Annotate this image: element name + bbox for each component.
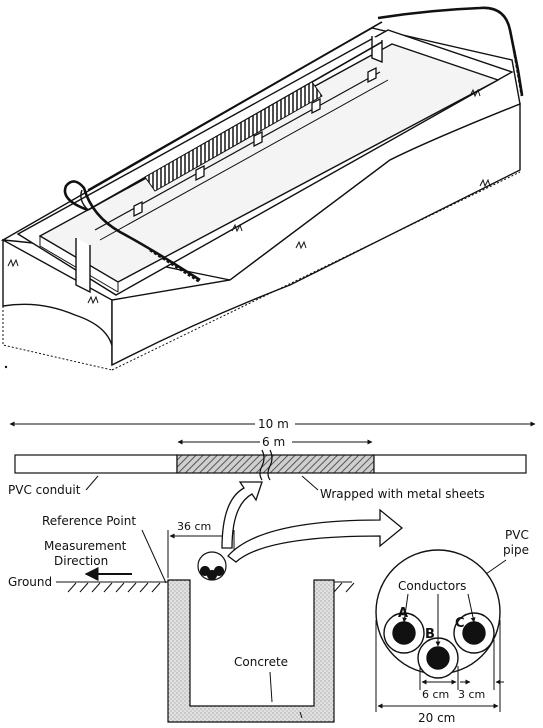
label-measurement-2: Direction	[54, 554, 108, 568]
wrapped-section	[144, 81, 323, 192]
label-concrete: Concrete	[234, 655, 288, 669]
label-reference-point: Reference Point	[42, 514, 136, 528]
label-6cm: 6 cm	[422, 688, 449, 701]
leader-conductor-c	[467, 593, 476, 623]
label-conductors: Conductors	[398, 579, 466, 593]
label-cond-a: A	[398, 606, 408, 621]
label-measurement-1: Measurement	[44, 539, 127, 553]
label-pvc-conduit: PVC conduit	[8, 483, 81, 497]
slab-side-face	[111, 102, 521, 367]
label-3cm: 3 cm	[458, 688, 485, 701]
cable-left	[63, 180, 201, 282]
dimension-20cm	[375, 620, 501, 712]
label-36cm: 36 cm	[177, 520, 211, 533]
label-pvc-2: pipe	[503, 543, 529, 557]
conduit-rail-upper	[87, 21, 383, 191]
leader-pvc-conduit	[85, 475, 99, 491]
ground-line	[56, 581, 355, 593]
leader-conductor-a	[402, 593, 409, 623]
left-post	[75, 238, 91, 294]
support-brackets	[133, 66, 377, 218]
label-ground: Ground	[8, 575, 52, 589]
slab-bottom-edge	[2, 306, 113, 371]
isometric-trench-view	[0, 6, 524, 371]
small-pipe	[197, 551, 227, 581]
leader-wrapped	[301, 475, 319, 491]
label-cond-c: C	[455, 616, 465, 631]
arrow-to-detail	[227, 508, 404, 563]
leader-pvc-pipe	[485, 559, 507, 575]
conduit-bar	[14, 449, 527, 481]
concrete-trench	[167, 579, 335, 723]
leader-concrete	[269, 671, 273, 703]
label-10m: 10 m	[258, 417, 289, 431]
cable-right	[377, 6, 524, 96]
cable-right-dash	[512, 49, 524, 97]
label-6m: 6 m	[262, 435, 285, 449]
arrow-to-conduit	[221, 481, 263, 549]
support-bar-2	[99, 79, 389, 241]
label-20cm: 20 cm	[418, 711, 455, 725]
stray-dot	[4, 365, 8, 369]
leader-concrete-arrow	[299, 711, 303, 719]
label-pvc-1: PVC	[505, 528, 529, 542]
leader-reference	[141, 529, 167, 584]
right-post	[371, 36, 383, 64]
grass-tufts	[7, 88, 491, 305]
label-wrapped: Wrapped with metal sheets	[320, 487, 485, 501]
slab-bottom-edge-2	[111, 171, 521, 371]
trench-inner-wall	[39, 236, 119, 293]
label-cond-b: B	[425, 627, 435, 642]
